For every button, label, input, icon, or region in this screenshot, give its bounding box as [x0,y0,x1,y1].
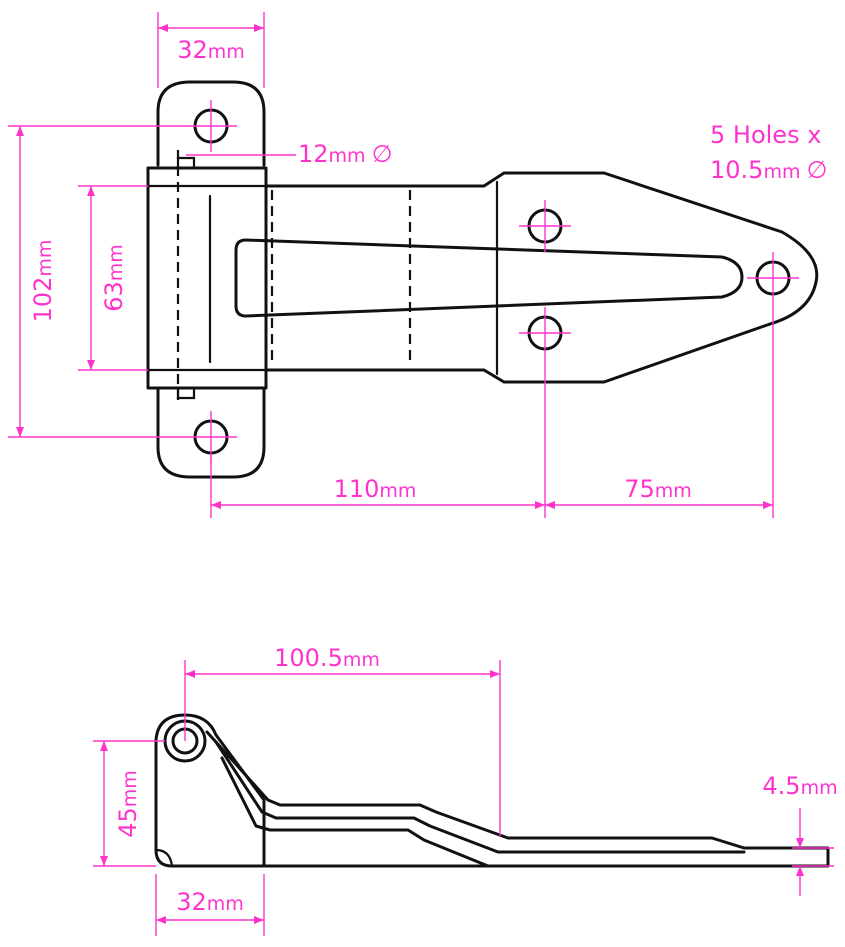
side-width-dimension: 32mm [176,888,244,916]
side-leaf-inner-edge-1 [214,740,746,854]
side-view-part [154,713,830,868]
holes-note-line-2: 10.5mm∅ [710,156,827,184]
side-height-dimension: 45mm [114,770,142,838]
side-leaf-inner-edge-2 [220,756,490,868]
side-body-corner [154,848,174,868]
top-width-dimension: 32mm [177,36,245,64]
pin-diameter-dimension: 12mm∅ [298,140,392,168]
top-view-part [146,80,819,479]
side-view-dimensions: 100.5mm 45mm 32mm 4.5mm [93,644,838,936]
length-dimension-75: 75mm [624,475,692,503]
hole-centre-marks [185,100,799,463]
upper-knuckle-lobe [156,80,266,167]
side-leaf-top-edge [205,730,830,868]
side-length-dimension: 100.5mm [274,644,380,672]
inner-height-dimension: 63mm [100,244,128,312]
top-view-dimensions: 32mm 12mm∅ 5 Holes x 10.5mm∅ 102mm 63mm … [8,12,827,518]
outer-height-dimension: 102mm [29,240,57,323]
length-dimension-110: 110mm [334,475,417,503]
leaf-rib [234,238,744,318]
side-thickness-dimension: 4.5mm [762,772,837,800]
knuckle-barrel [146,166,268,390]
leaf-plate [264,171,819,384]
mounting-holes [193,108,791,455]
side-body-outline [154,713,266,868]
holes-note-line-1: 5 Holes x [710,121,821,149]
pin-cap-top [176,156,196,170]
